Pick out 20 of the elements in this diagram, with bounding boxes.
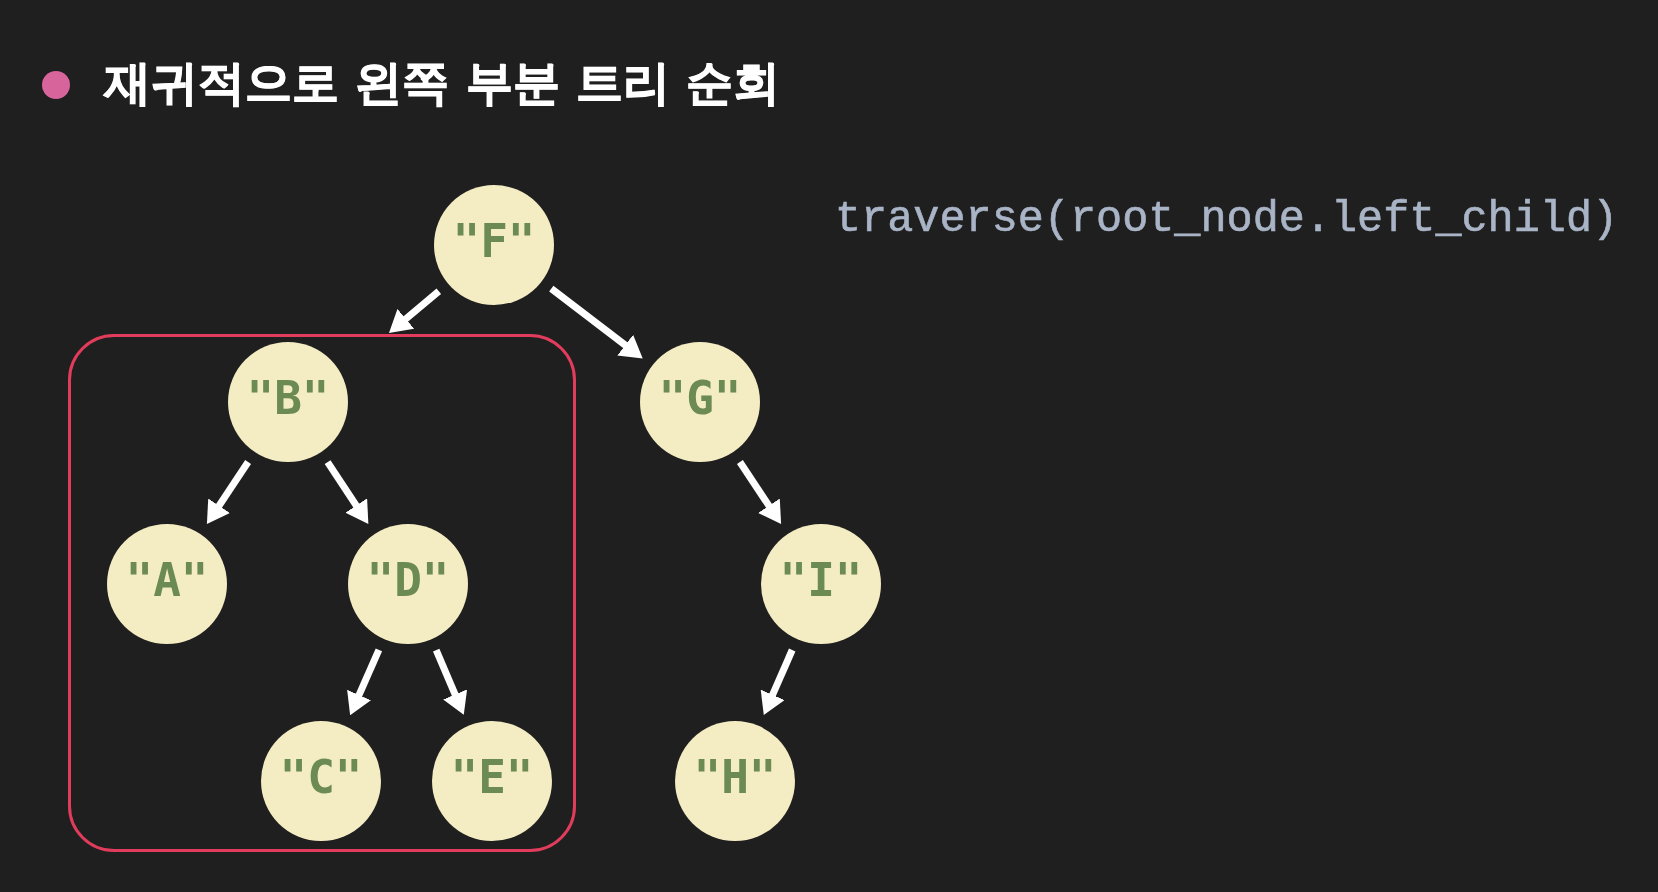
arrow <box>206 460 251 525</box>
node-circle: "D" <box>348 524 468 644</box>
rounded-frame <box>68 334 576 852</box>
node-circle: "F" <box>434 185 554 305</box>
arrow <box>737 460 782 525</box>
node-circle: "C" <box>261 721 381 841</box>
node-circle: "A" <box>107 524 227 644</box>
arrow <box>324 460 369 524</box>
node-circle: "H" <box>675 721 795 841</box>
arrow <box>389 288 442 334</box>
node-circle: "I" <box>761 524 881 644</box>
code-text: traverse(root_node.left_child) <box>835 195 1619 245</box>
node-circle: "E" <box>432 721 552 841</box>
arrow <box>433 648 468 715</box>
arrow <box>549 285 643 359</box>
node-circle: "B" <box>228 342 348 462</box>
arrow <box>347 648 383 716</box>
node-circle: "G" <box>640 342 760 462</box>
title: 재귀적으로 왼쪽 부분 트리 순회 <box>104 54 781 112</box>
arrow <box>760 648 796 715</box>
